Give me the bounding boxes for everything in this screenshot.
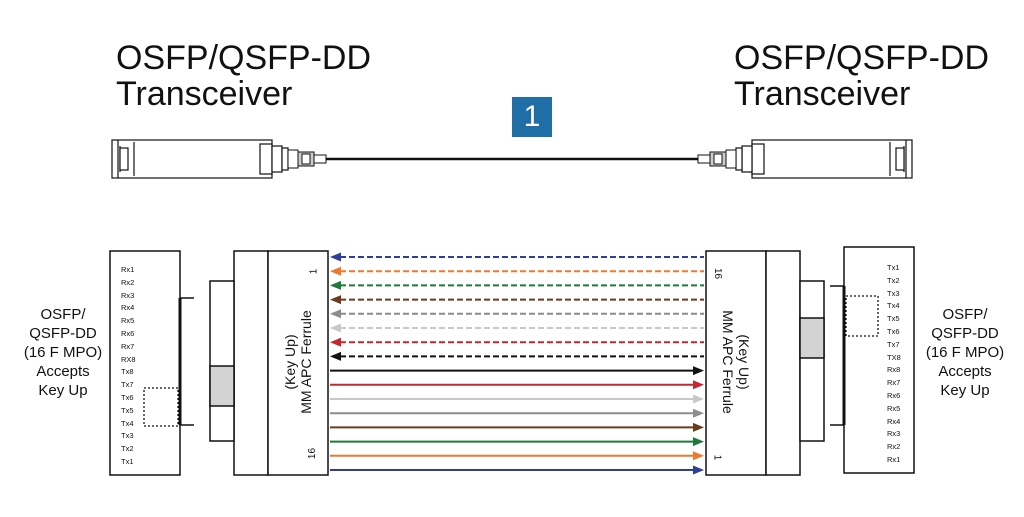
left-pin-label: Tx7 [121,380,134,390]
right-transceiver-title: OSFP/QSFP-DD Transceiver [734,39,990,113]
top-right-connector [697,149,737,169]
right-pin-label: Rx1 [887,455,901,464]
right-ferrule-bottom-number: 1 [711,454,723,461]
left-pin-label: Tx4 [121,418,134,428]
left-pin-label: Tx8 [121,367,134,377]
fiber-arrowhead [330,295,341,305]
left-pin-label: Rx6 [121,329,135,338]
right-transceiver-block [830,246,915,474]
fiber-arrowhead [693,408,704,418]
fiber-arrowhead [693,422,704,432]
right-pin-label: TX8 [887,352,901,362]
left-pin-label: Rx1 [121,265,135,274]
right-pin-label: Tx2 [887,275,900,285]
right-pin-label: Tx5 [887,314,900,324]
fiber-arrowhead [693,451,704,461]
left-pin-label: Rx2 [121,277,135,287]
fiber-arrowhead [693,394,704,404]
right-ferrule [705,250,767,476]
right-pin-label: Tx4 [887,301,900,311]
left-pin-label: Tx3 [121,431,134,441]
right-port-label-line: (16 F MPO) [925,344,1005,361]
left-port-label: OSFP/ QSFP-DD (16 F MPO) Accepts Key Up [8,305,118,400]
right-pin-label: Rx6 [887,391,901,400]
right-pin-label: Rx5 [887,403,901,413]
fiber-arrowhead [330,280,341,290]
right-pin-label: Rx8 [887,365,901,375]
fiber-arrowhead [330,337,341,347]
top-left-connector [287,149,327,169]
fiber-arrowhead [330,252,341,262]
right-pin-label: Rx2 [887,442,901,452]
left-pin-label: RX8 [121,354,136,364]
fiber-arrowhead [330,351,341,361]
left-port-label-line: QSFP-DD [29,325,97,342]
cable-number-badge: 1 [512,97,552,137]
left-ferrule-top-number: 1 [308,268,320,275]
left-port-label-line: (16 F MPO) [23,344,103,361]
left-pin-label: Rx5 [121,316,135,326]
fiber-group [330,252,704,475]
left-port-label-line: Key Up [38,382,88,399]
right-pin-label: Tx3 [887,288,900,298]
right-ferrule-label: (Key Up) MM APC Ferrule [720,310,752,414]
left-port-label-line: OSFP/ [40,306,86,323]
fiber-arrowhead [693,437,704,447]
left-ferrule-bottom-number: 16 [307,447,319,460]
right-port-label-line: OSFP/ [942,306,988,323]
left-pin-label: Tx1 [121,457,134,466]
right-port-label-line: Key Up [940,382,990,399]
right-port-label-line: QSFP-DD [931,325,999,342]
right-port-label-line: Accepts [938,363,992,380]
fiber-arrowhead [330,266,341,276]
fiber-arrowhead [693,380,704,390]
right-pin-label: Rx3 [887,429,901,439]
left-pin-label: Rx7 [121,341,135,351]
left-pin-label: Rx4 [121,303,135,313]
top-right-transceiver [735,139,913,179]
fiber-arrowhead [693,366,704,376]
right-pin-label: Tx6 [887,327,900,336]
left-adapter [209,250,269,476]
fiber-arrowhead [330,309,341,319]
left-pin-label: Tx5 [121,405,134,415]
right-pin-label: Rx4 [887,416,901,426]
left-pin-label: Tx2 [121,444,134,454]
left-pin-label: Rx3 [121,290,135,300]
fiber-arrowhead [693,465,704,475]
left-ferrule-label: (Key Up) MM APC Ferrule [282,310,314,414]
left-ferrule [267,250,329,476]
left-transceiver-title: OSFP/QSFP-DD Transceiver [116,39,372,113]
right-pin-label: Tx7 [887,339,900,349]
top-left-transceiver [111,139,289,179]
right-port-label: OSFP/ QSFP-DD (16 F MPO) Accepts Key Up [910,305,1020,400]
left-transceiver-block [109,250,194,476]
fiber-arrowhead [330,323,341,333]
left-pin-label: Tx6 [121,393,134,402]
right-adapter [765,250,825,476]
right-ferrule-top-number: 16 [712,267,724,280]
left-port-label-line: Accepts [36,363,90,380]
right-pin-label: Rx7 [887,378,901,388]
right-pin-label: Tx1 [887,263,900,272]
